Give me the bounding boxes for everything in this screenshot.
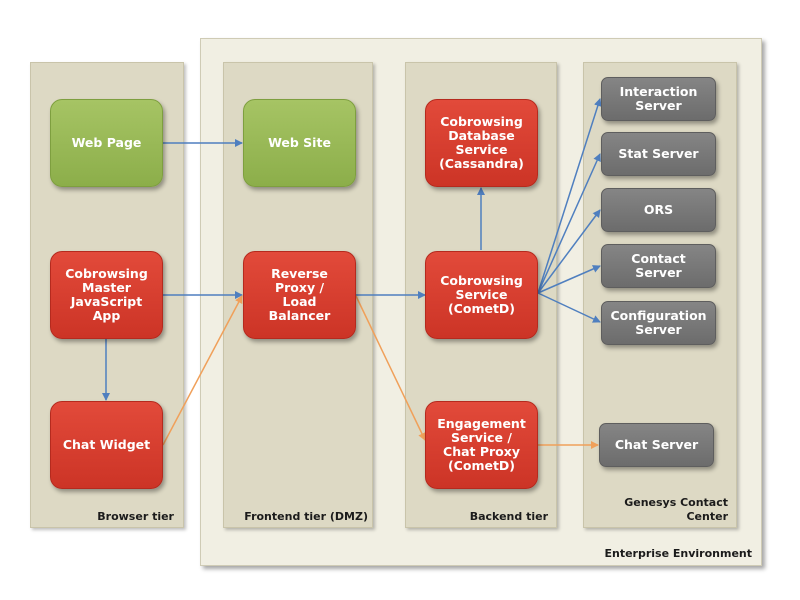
browser-tier-label: Browser tier [97,510,174,523]
stat-server-node: Stat Server [601,132,716,176]
arrow-to-ors [537,209,601,294]
stat-server-label: Stat Server [618,146,699,161]
reverse-proxy-node: Reverse Proxy / Load Balancer [243,251,356,339]
cobrowsing-service-node: Cobrowsing Service (CometD) [425,251,538,339]
arrow-to-interaction-server [537,98,602,294]
web-site-node: Web Site [243,99,356,187]
arrow-to-stat-server [537,153,601,294]
contact-server-label: Contact Server [631,251,686,280]
web-site-label: Web Site [268,135,331,150]
arrow-proxy-to-engagement [355,295,426,441]
cobrowsing-master-label: Cobrowsing Master JavaScript App [65,266,148,323]
interaction-server-label: Interaction Server [619,84,698,113]
chat-server-node: Chat Server [599,423,714,467]
interaction-server-node: Interaction Server [601,77,716,121]
cobrowsing-service-label: Cobrowsing Service (CometD) [440,273,523,316]
engagement-service-label: Engagement Service / Chat Proxy (CometD) [437,416,526,473]
reverse-proxy-label: Reverse Proxy / Load Balancer [268,266,331,323]
chat-server-label: Chat Server [614,437,699,452]
enterprise-environment-label: Enterprise Environment [604,547,752,560]
backend-tier-label: Backend tier [469,510,548,523]
cobrowsing-database-label: Cobrowsing Database Service (Cassandra) [439,114,524,171]
arrow-to-contact-server [537,265,601,294]
web-page-node: Web Page [50,99,163,187]
arrow-chatwidget-to-proxy [162,295,243,446]
frontend-tier-label: Frontend tier (DMZ) [244,510,368,523]
ors-label: ORS [643,202,674,217]
configuration-server-node: Configuration Server [601,301,716,345]
chat-widget-node: Chat Widget [50,401,163,489]
chat-widget-label: Chat Widget [62,437,151,452]
engagement-service-node: Engagement Service / Chat Proxy (CometD) [425,401,538,489]
cobrowsing-database-node: Cobrowsing Database Service (Cassandra) [425,99,538,187]
web-page-label: Web Page [71,135,142,150]
ors-node: ORS [601,188,716,232]
genesys-tier-label: Genesys Contact Center [624,496,728,523]
cobrowsing-master-node: Cobrowsing Master JavaScript App [50,251,163,339]
arrow-to-configuration-server [537,292,601,323]
configuration-server-label: Configuration Server [610,308,707,337]
contact-server-node: Contact Server [601,244,716,288]
